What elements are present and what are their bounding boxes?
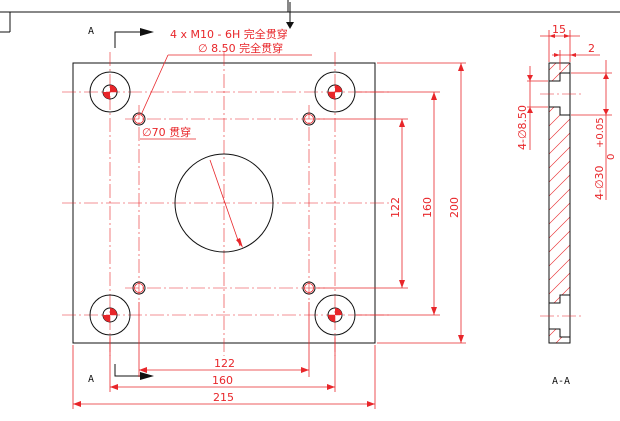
dim-thickness: 15 (552, 23, 566, 36)
dim-hole-dia-side: 4-∅8.50 (516, 105, 529, 150)
dim-h-160: 160 (212, 374, 233, 387)
dim-counterbore-dia: 4-∅30 (593, 165, 606, 200)
dim-h-215: 215 (213, 391, 234, 404)
callout-hole: ∅ 8.50 完全贯穿 (198, 41, 283, 55)
dim-tol-upper: +0.05 (595, 117, 606, 148)
dim-v-122: 122 (389, 197, 402, 218)
frame-lines (0, 0, 620, 33)
section-view-title: A-A (552, 376, 570, 387)
corner-hole-bottom-right (314, 294, 356, 336)
corner-hole-bottom-left (89, 294, 131, 336)
dim-v-160: 160 (421, 197, 434, 218)
dimension-lines-vertical (316, 62, 466, 344)
section-dimension-lines (527, 30, 612, 200)
callout-thread: 4 x M10 - 6H 完全贯穿 (170, 27, 288, 41)
dim-h-122: 122 (214, 357, 235, 370)
section-label-bottom: A (88, 374, 94, 385)
dim-v-200: 200 (448, 197, 461, 218)
section-view (540, 62, 582, 344)
dimension-lines-horizontal (72, 302, 376, 409)
threaded-holes (125, 105, 325, 302)
center-bore (174, 153, 274, 253)
callout-leader (286, 2, 294, 29)
dim-tol-lower: 0 (606, 154, 617, 160)
callout-hole-leader (140, 54, 312, 116)
callout-center: ∅70 贯穿 (142, 125, 191, 139)
section-label-top: A (88, 26, 94, 37)
corner-hole-top-right (314, 71, 356, 113)
section-arrow-top (114, 28, 154, 48)
section-arrow-bottom (114, 364, 154, 380)
dim-counterbore-depth: 2 (588, 42, 595, 55)
corner-hole-top-left (89, 71, 131, 113)
